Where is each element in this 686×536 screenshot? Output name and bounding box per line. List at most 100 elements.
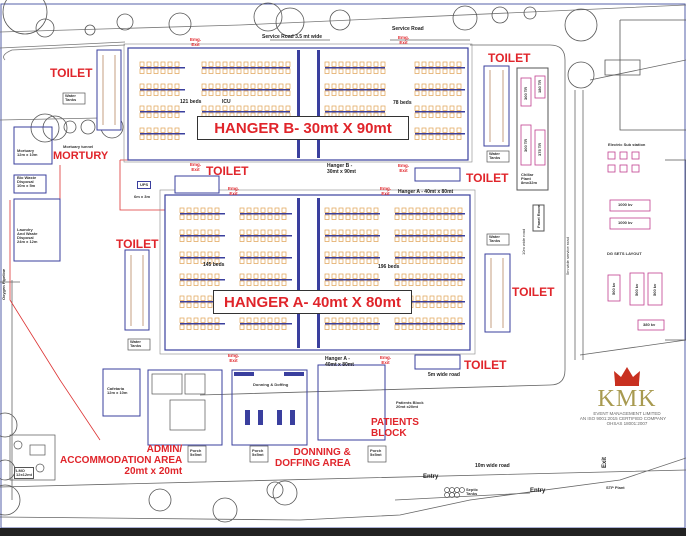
bed-icon <box>215 61 221 67</box>
bed-icon <box>250 90 256 96</box>
bed-icon <box>429 302 435 308</box>
bed-icon <box>373 207 379 213</box>
bed-icon <box>359 61 365 67</box>
bed-icon <box>422 258 428 264</box>
bed-icon <box>345 280 351 286</box>
bed-icon <box>352 229 358 235</box>
bed-icon <box>236 83 242 89</box>
bed-icon <box>193 280 199 286</box>
bed-icon <box>243 105 249 111</box>
bed-icon <box>338 236 344 242</box>
bed-icon <box>179 324 185 330</box>
bed-icon <box>208 83 214 89</box>
ups-size: 6m x 3m <box>134 194 151 199</box>
patients-block-label: PATIENTS BLOCK <box>371 417 419 439</box>
bed-icon <box>207 251 213 257</box>
bed-icon <box>415 214 421 220</box>
bed-icon <box>267 324 273 330</box>
bed-icon <box>264 83 270 89</box>
hangar-b-title: HANGER B- 30mt X 90mt <box>197 116 409 140</box>
bed-icon <box>456 127 462 133</box>
bed-icon <box>401 236 407 242</box>
bed-icon <box>373 83 379 89</box>
bed-icon <box>345 105 351 111</box>
bed-icon <box>345 273 351 279</box>
bed-icon <box>422 273 428 279</box>
bed-icon <box>146 61 152 67</box>
bio-waste: Bio Waste Disposal 10m x 5m <box>17 175 37 188</box>
bed-icon <box>260 280 266 286</box>
bed-icon <box>207 273 213 279</box>
bed-icon <box>146 68 152 74</box>
bed-row-divider <box>140 111 185 113</box>
bed-icon <box>274 229 280 235</box>
bed-icon <box>421 61 427 67</box>
bed-icon <box>324 105 330 111</box>
bed-icon <box>421 105 427 111</box>
bed-icon <box>352 258 358 264</box>
bed-icon <box>193 207 199 213</box>
bed-icon <box>366 105 372 111</box>
bed-icon <box>442 61 448 67</box>
bed-icon <box>246 229 252 235</box>
bed-icon <box>264 61 270 67</box>
bed-icon <box>200 214 206 220</box>
bed-row-divider <box>240 213 292 215</box>
bed-icon <box>338 280 344 286</box>
bed-icon <box>250 68 256 74</box>
bed-icon <box>331 229 337 235</box>
bed-icon <box>429 214 435 220</box>
bed-icon <box>167 61 173 67</box>
bed-icon <box>450 214 456 220</box>
bed-row-divider <box>415 111 465 113</box>
exit-label: Exit <box>602 456 608 468</box>
bed-icon <box>359 236 365 242</box>
bed-icon <box>207 207 213 213</box>
bed-icon <box>253 236 259 242</box>
hangar-a-title: HANGER A- 40mt X 80mt <box>213 290 412 314</box>
bed-icon <box>167 112 173 118</box>
bed-icon <box>271 61 277 67</box>
bed-row-divider <box>180 301 225 303</box>
bed-icon <box>324 214 330 220</box>
bed-icon <box>345 229 351 235</box>
bed-icon <box>179 236 185 242</box>
bed-icon <box>285 68 291 74</box>
bed-icon <box>186 302 192 308</box>
bed-icon <box>338 317 344 323</box>
bed-icon <box>380 83 386 89</box>
bed-icon <box>414 83 420 89</box>
bed-icon <box>153 61 159 67</box>
bed-row-divider <box>325 257 380 259</box>
bed-icon <box>324 251 330 257</box>
bed-icon <box>338 83 344 89</box>
bed-icon <box>428 83 434 89</box>
bed-icon <box>414 105 420 111</box>
bed-icon <box>457 273 463 279</box>
bed-icon <box>408 258 414 264</box>
bed-icon <box>267 273 273 279</box>
bed-icon <box>179 295 185 301</box>
bed-icon <box>421 112 427 118</box>
bed-icon <box>167 90 173 96</box>
bed-row-divider <box>240 257 292 259</box>
bed-icon <box>257 105 263 111</box>
bed-icon <box>345 207 351 213</box>
bed-icon <box>394 317 400 323</box>
bed-icon <box>408 324 414 330</box>
bed-icon <box>443 229 449 235</box>
bed-icon <box>373 236 379 242</box>
bed-icon <box>338 324 344 330</box>
bed-icon <box>236 105 242 111</box>
bed-icon <box>408 251 414 257</box>
toilet-label: TOILET <box>512 285 555 299</box>
logo-brand: KMK <box>597 386 657 412</box>
water-tanks: Water Tanks <box>130 339 142 348</box>
bed-icon <box>422 229 428 235</box>
bed-icon <box>394 324 400 330</box>
chiller-unit: 375 TR <box>537 142 542 156</box>
service-side-road: 5m wide service road <box>565 237 570 275</box>
bed-icon <box>436 317 442 323</box>
bed-icon <box>338 105 344 111</box>
bed-icon <box>236 90 242 96</box>
